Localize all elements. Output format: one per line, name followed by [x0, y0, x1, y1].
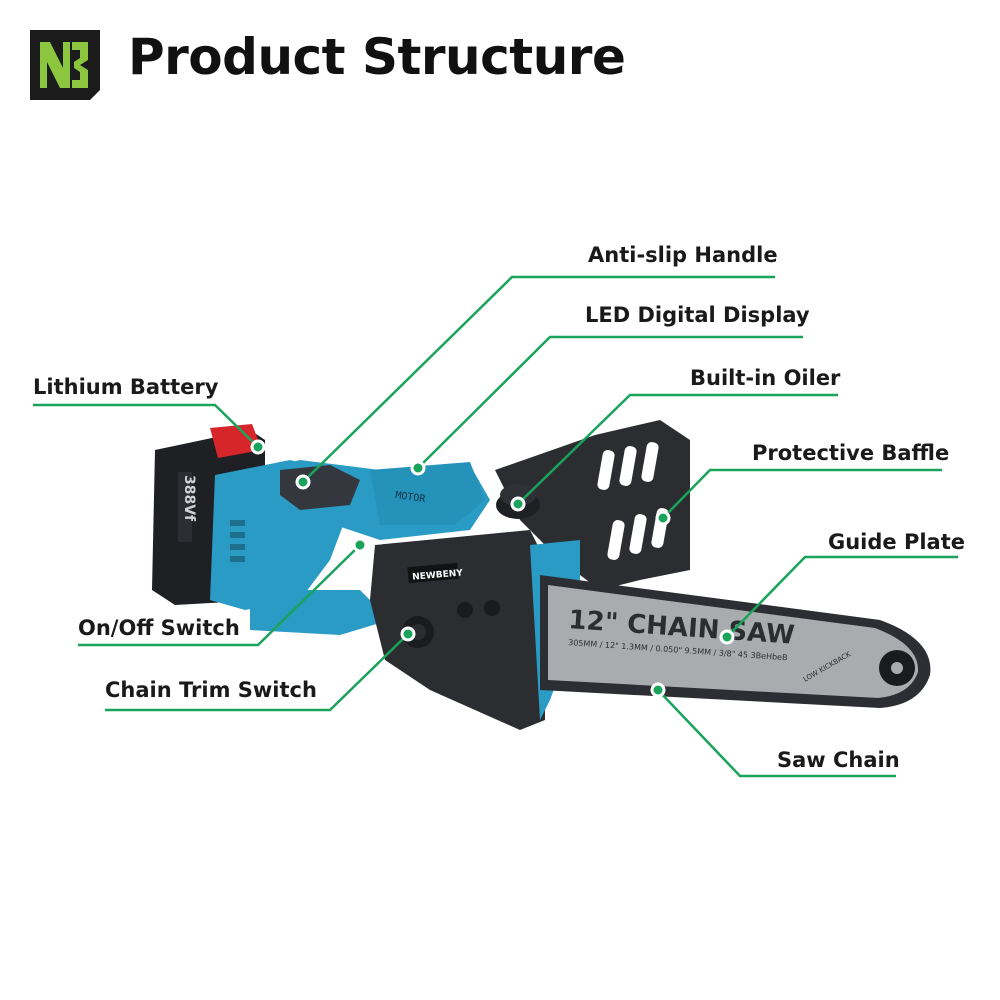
guide-bar: 12" CHAIN SAW 305MM / 12" 1.3MM / 0.050"… — [540, 575, 931, 708]
callout-dot-protective-baffle — [655, 510, 671, 526]
label-anti-slip-handle: Anti-slip Handle — [588, 243, 778, 267]
label-guide-plate: Guide Plate — [828, 530, 966, 554]
callout-dot-on-off-switch — [352, 537, 368, 553]
callout-line-chain-trim — [105, 633, 409, 712]
ng-brand-logo-icon — [30, 30, 100, 100]
callout-line-protective-baffle — [662, 468, 942, 519]
callout-line-guide-plate — [726, 555, 958, 638]
battery-voltage-text: 388Vf — [181, 475, 197, 522]
label-lithium-battery: Lithium Battery — [33, 375, 219, 399]
brand-print: NEWBENY — [412, 568, 464, 582]
callout-lines — [33, 275, 958, 778]
motor-body: MOTOR — [210, 460, 490, 635]
callout-dot-guide-plate — [719, 629, 735, 645]
callout-dots — [250, 439, 735, 698]
label-saw-chain: Saw Chain — [777, 748, 900, 772]
callout-dot-anti-slip-handle — [295, 474, 311, 490]
protective-baffle — [495, 420, 690, 590]
callout-line-anti-slip-handle — [302, 275, 775, 483]
callout-dot-chain-trim — [400, 626, 416, 642]
motor-text: MOTOR — [395, 490, 427, 505]
label-chain-trim-switch: Chain Trim Switch — [105, 678, 317, 702]
callout-line-lithium-battery — [33, 403, 259, 448]
label-built-in-oiler: Built-in Oiler — [690, 366, 841, 390]
callout-line-led-display — [417, 335, 803, 469]
callout-dot-led-display — [410, 460, 426, 476]
callout-line-saw-chain — [657, 689, 896, 778]
callout-dot-lithium-battery — [250, 439, 266, 455]
label-on-off-switch: On/Off Switch — [78, 616, 240, 640]
header: Product Structure — [0, 0, 1000, 130]
callout-dot-saw-chain — [650, 682, 666, 698]
label-led-digital-display: LED Digital Display — [585, 303, 810, 327]
callout-line-on-off-switch — [78, 544, 361, 647]
callout-dot-built-in-oiler — [510, 496, 526, 512]
label-protective-baffle: Protective Baffle — [752, 441, 950, 465]
page-title: Product Structure — [128, 28, 626, 86]
callout-line-built-in-oiler — [517, 393, 838, 505]
